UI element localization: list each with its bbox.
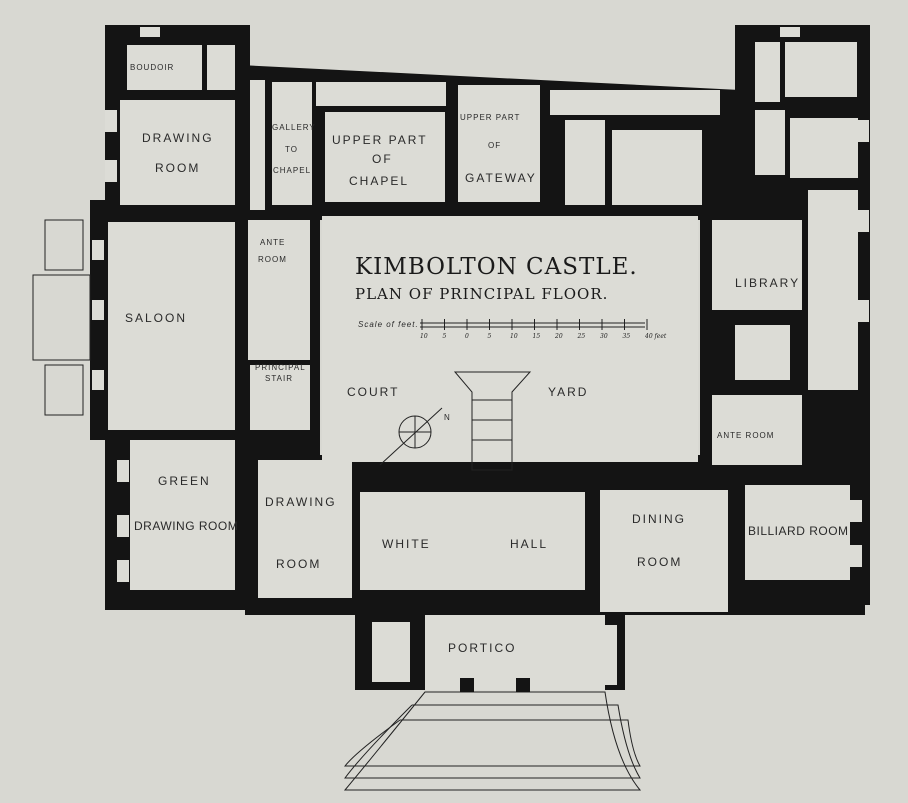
room-green-drawing-room: GREEN: [158, 474, 211, 488]
room-boudoir: BOUDOIR: [130, 63, 174, 72]
portico-column: [516, 678, 530, 692]
room-gateway: UPPER PART: [460, 113, 520, 122]
room-white-hall: WHITE: [382, 537, 431, 551]
room-drawing-room-2: ROOM: [276, 557, 321, 571]
portico-steps: [343, 691, 642, 791]
scale-tick-label: 15: [533, 333, 541, 340]
court-yard: [322, 216, 698, 462]
scale-tick-label: 5: [443, 333, 447, 340]
room-chapel: UPPER PART: [332, 133, 428, 147]
room-ante-room-2: ANTE ROOM: [717, 431, 774, 440]
room-gallery: CHAPEL: [273, 166, 311, 175]
scale-tick-label: 5: [488, 333, 492, 340]
scale-ticks: 10 5 0 5 10 15 20 25 30 35 40 feet: [420, 319, 667, 340]
room-chapel: OF: [372, 152, 393, 166]
room-gallery: GALLERY: [272, 123, 316, 132]
plan-subtitle: PLAN OF PRINCIPAL FLOOR.: [355, 285, 608, 303]
compass-north-label: N: [444, 413, 451, 422]
windows: [92, 27, 869, 582]
room-dining-room: DINING: [632, 512, 686, 526]
scale-tick-label: 40 feet: [644, 333, 667, 340]
room-library: LIBRARY: [735, 276, 800, 290]
room-ante-room-1: ROOM: [258, 255, 287, 264]
scale-tick-label: 25: [577, 333, 586, 340]
scale-tick-label: 10: [420, 333, 428, 340]
plan-title: KIMBOLTON CASTLE.: [355, 254, 638, 280]
room-stair: STAIR: [265, 374, 293, 383]
compass-icon: [379, 407, 443, 466]
room-drawing-room-2: DRAWING: [265, 495, 337, 509]
room-drawing-room-1: ROOM: [155, 161, 200, 175]
room-gallery: TO: [285, 145, 298, 154]
room-dining-room: ROOM: [637, 555, 682, 569]
room-billiard-room: BILLIARD ROOM: [748, 524, 849, 538]
room-ante-room-1: ANTE: [260, 238, 285, 247]
rooms: [108, 42, 858, 690]
room-saloon: SALOON: [125, 311, 187, 325]
portico-column: [460, 678, 474, 692]
scale-tick-label: 0: [465, 333, 469, 340]
room-portico: PORTICO: [448, 641, 516, 655]
scale-tick-label: 10: [510, 333, 518, 340]
court-stair: [453, 371, 532, 471]
room-chapel: CHAPEL: [349, 174, 409, 188]
court-yard-label: COURT: [347, 385, 399, 399]
scale-tick-label: 20: [554, 333, 563, 340]
court-yard-label: YARD: [548, 385, 588, 399]
room-gateway: GATEWAY: [465, 171, 537, 185]
scale-tick-label: 30: [600, 333, 608, 340]
room-green-drawing-room: DRAWING ROOM: [134, 519, 238, 533]
room-gateway: OF: [488, 141, 501, 150]
room-stair: PRINCIPAL: [255, 363, 306, 372]
scale-bar: [420, 322, 645, 328]
scale-tick-label: 35: [623, 333, 631, 340]
room-drawing-room-1: DRAWING: [142, 131, 214, 145]
scale-label: Scale of feet.: [358, 320, 419, 329]
west-steps: [32, 219, 91, 416]
room-white-hall: HALL: [510, 537, 548, 551]
